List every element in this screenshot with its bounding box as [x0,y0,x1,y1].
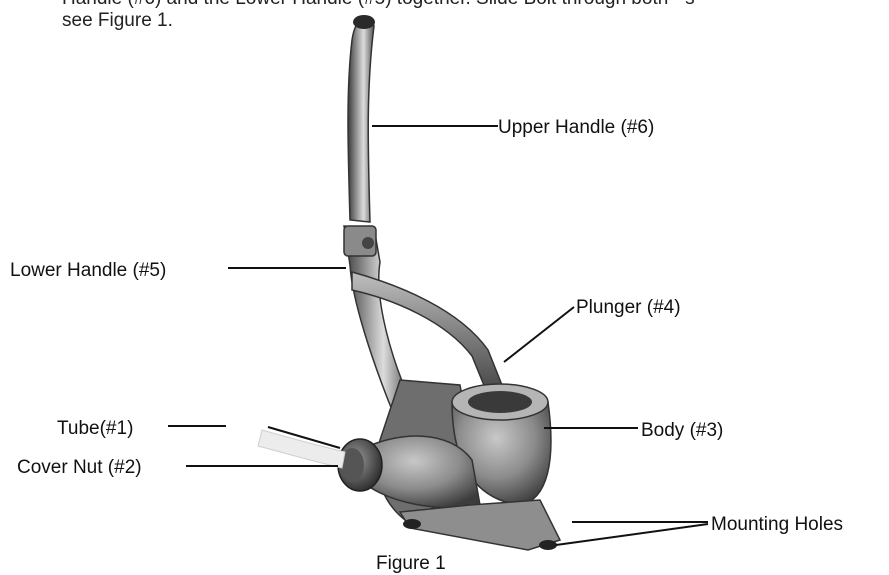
cover-nut-part [338,439,382,491]
mounting-hole-left [403,519,421,529]
label-tube: Tube(#1) [57,418,133,440]
label-body: Body (#3) [641,420,723,442]
upper-handle-part [348,15,375,222]
label-mounting-holes: Mounting Holes [711,514,843,536]
tube-part [258,430,345,468]
label-upper-handle: Upper Handle (#6) [498,117,654,139]
leader-plunger [504,307,574,362]
leader-mounting-holes-2 [556,524,708,545]
label-cover-nut: Cover Nut (#2) [17,457,142,479]
label-lower-handle: Lower Handle (#5) [10,260,166,282]
figure-caption: Figure 1 [376,553,446,575]
label-plunger: Plunger (#4) [576,297,681,319]
mounting-hole-right [539,540,557,550]
